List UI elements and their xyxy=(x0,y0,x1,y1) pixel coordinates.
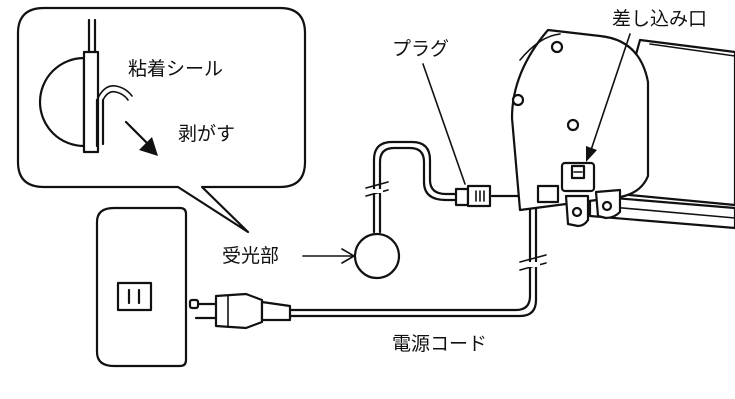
inlet-label: 差し込み口 xyxy=(612,8,707,30)
plug-leader-line xyxy=(422,63,466,185)
receiver-pointer-arrow-icon xyxy=(302,248,355,264)
adhesive-sticker-icon xyxy=(96,84,133,101)
receiver-label: 受光部 xyxy=(222,245,279,267)
screen-housing xyxy=(510,28,735,230)
plug-label: プラグ xyxy=(392,38,449,60)
wall-outlet-icon xyxy=(95,206,188,368)
sticker-label: 粘着シール xyxy=(128,58,223,80)
inlet-pointer-arrow-icon xyxy=(586,33,631,162)
power-cord-label: 電源コード xyxy=(392,333,487,355)
receiver-cable xyxy=(365,140,458,234)
receiver-side-view-icon xyxy=(38,18,105,154)
connector-plug-icon xyxy=(454,184,492,208)
peel-arrow-icon xyxy=(124,120,158,156)
power-plug-icon xyxy=(188,292,292,330)
power-cord xyxy=(288,196,547,318)
light-receiver-icon xyxy=(353,232,401,280)
peel-label: 剥がす xyxy=(178,123,235,145)
